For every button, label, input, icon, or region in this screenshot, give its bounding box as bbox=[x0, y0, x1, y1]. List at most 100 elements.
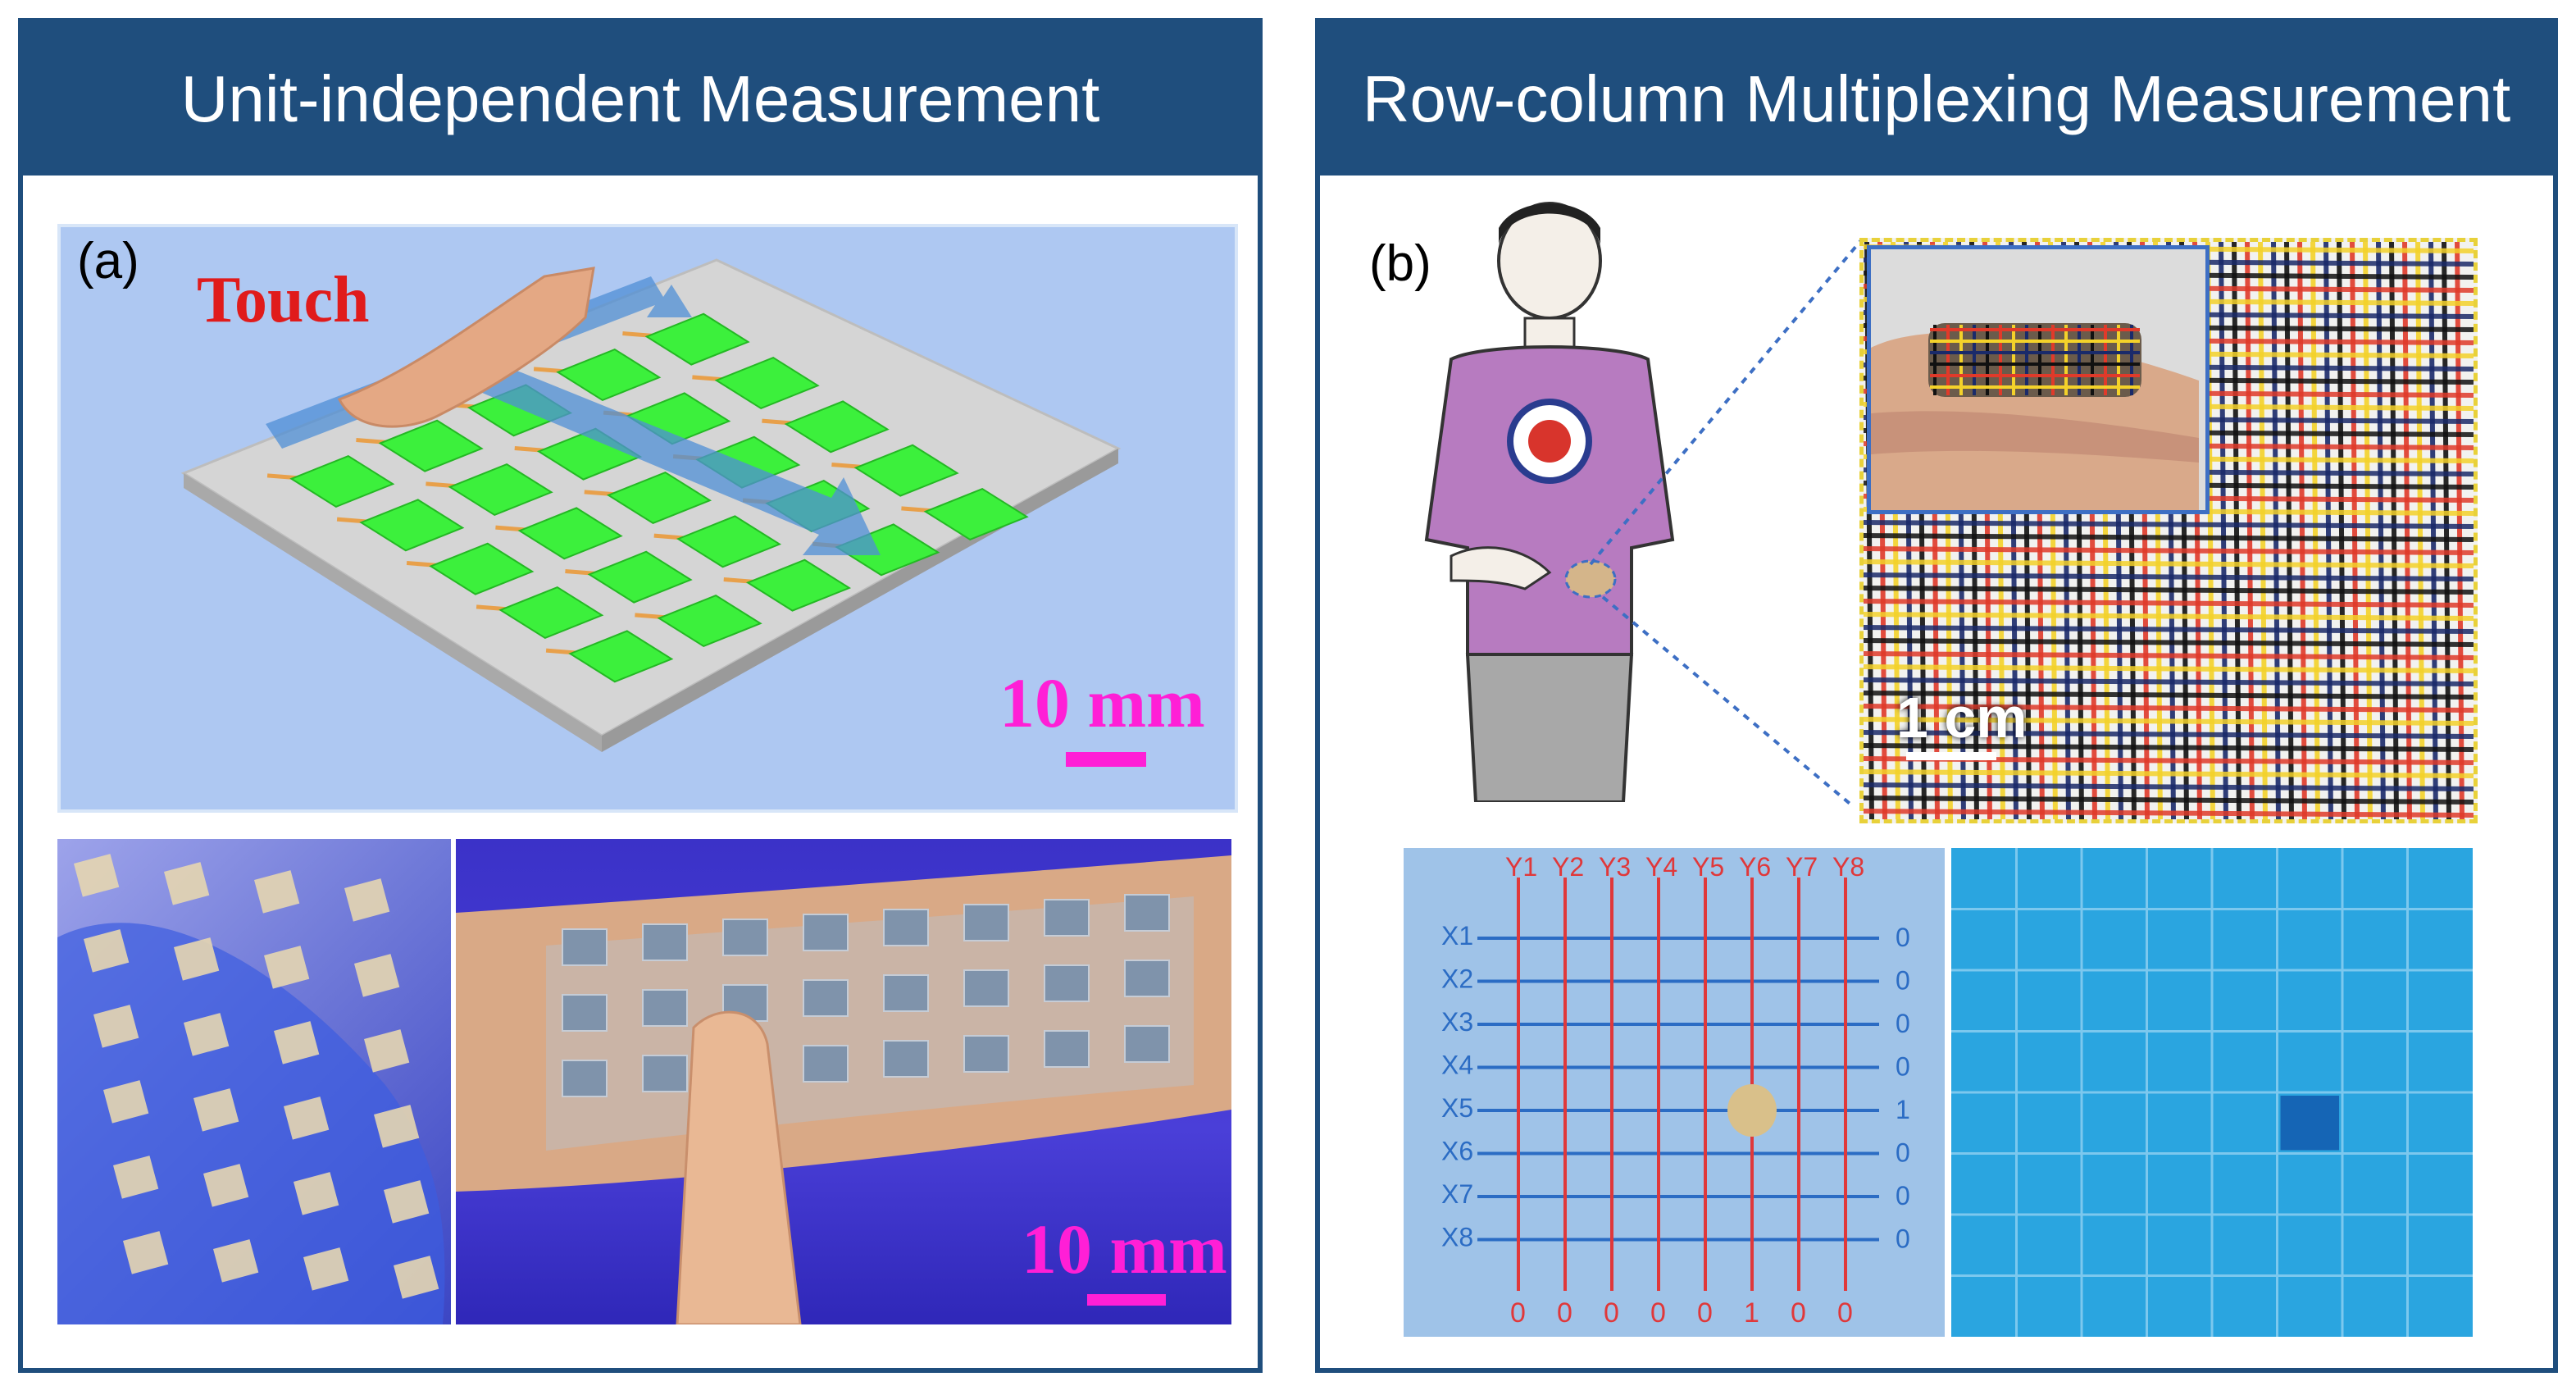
sensor-pad bbox=[587, 550, 693, 604]
arm-sensor-pad bbox=[722, 919, 768, 956]
arm-sensor-pad bbox=[803, 1045, 849, 1083]
sensor-pad bbox=[657, 594, 762, 648]
arm-sensor-pad bbox=[642, 989, 688, 1027]
glove-sensor-pad bbox=[263, 946, 310, 989]
row-label: X4 bbox=[1441, 1051, 1473, 1080]
row-output: 0 bbox=[1896, 1181, 1910, 1210]
arm-sensor-pad bbox=[963, 969, 1009, 1007]
sensor-pad bbox=[853, 444, 959, 497]
swipe-arrow-2 bbox=[430, 342, 881, 555]
row-label: X3 bbox=[1441, 1007, 1473, 1037]
right-panel-title: Row-column Multiplexing Measurement bbox=[1320, 23, 2553, 176]
scale-label-top: 10 mm bbox=[999, 663, 1205, 742]
row-label: X7 bbox=[1441, 1179, 1473, 1209]
sensor-array-svg bbox=[180, 258, 1146, 767]
right-panel: Row-column Multiplexing Measurement (b) … bbox=[1315, 18, 2558, 1373]
glove-sensor-pad bbox=[284, 1096, 330, 1140]
arm-sensor-pad bbox=[642, 1055, 688, 1092]
sensor-pad bbox=[606, 471, 712, 525]
touching-hand bbox=[337, 267, 595, 428]
finger-sensor-inset bbox=[1867, 245, 2210, 514]
panel-b-label: (b) bbox=[1369, 235, 1431, 292]
arm-sensor-pad bbox=[803, 914, 849, 951]
left-panel-title: Unit-independent Measurement bbox=[23, 23, 1258, 176]
touch-label: Touch bbox=[197, 264, 370, 336]
panel-a-label: (a) bbox=[77, 233, 139, 289]
sensor-pad bbox=[498, 586, 604, 640]
scale-bar-bottom bbox=[1087, 1294, 1166, 1306]
row-output: 0 bbox=[1896, 1009, 1910, 1038]
glove-sensor-pad bbox=[273, 1021, 320, 1064]
row-output: 1 bbox=[1896, 1095, 1910, 1124]
glove-sensor-pad bbox=[293, 1172, 339, 1215]
column-output: 0 bbox=[1604, 1297, 1619, 1329]
arm-sensor-pad bbox=[883, 974, 929, 1012]
wrist-sensor-patch bbox=[1564, 559, 1617, 599]
column-output: 1 bbox=[1744, 1297, 1759, 1329]
arm-sensor-pad bbox=[1044, 1030, 1090, 1068]
glove-photo bbox=[57, 839, 451, 1324]
column-output: 0 bbox=[1697, 1297, 1713, 1329]
forearm-sensors-svg bbox=[456, 855, 1231, 1324]
sensor-pad bbox=[556, 348, 662, 402]
sensor-pad bbox=[378, 419, 484, 472]
sensor-pad bbox=[923, 487, 1029, 541]
arm-sensor-pad bbox=[562, 1060, 608, 1097]
glove-sensors-svg bbox=[57, 854, 445, 1324]
arm-sensor-pad bbox=[1044, 899, 1090, 937]
touch-point bbox=[1727, 1084, 1777, 1137]
glove-sensor-pad bbox=[384, 1180, 430, 1224]
glove-sensor-pad bbox=[344, 878, 390, 922]
sensor-pad bbox=[517, 507, 623, 560]
sensor-pad bbox=[714, 356, 820, 410]
sensor-pad bbox=[359, 499, 465, 552]
sensor-pad bbox=[429, 542, 535, 595]
row-output: 0 bbox=[1896, 923, 1910, 952]
arm-sensor-pad bbox=[1044, 964, 1090, 1002]
glove-sensor-pad bbox=[113, 1156, 159, 1199]
column-label: Y5 bbox=[1692, 852, 1724, 882]
fabric-scale-bar bbox=[1906, 752, 1996, 760]
glove-sensor-pad bbox=[164, 862, 210, 905]
column-label: Y6 bbox=[1739, 852, 1771, 882]
sensor-pad bbox=[289, 454, 395, 508]
arm-sensor-pad bbox=[1124, 894, 1170, 932]
column-label: Y3 bbox=[1599, 852, 1631, 882]
sensor-pad bbox=[676, 515, 782, 568]
column-label: Y8 bbox=[1832, 852, 1864, 882]
sensor-pad bbox=[448, 463, 553, 517]
glove-sensor-pad bbox=[84, 929, 130, 973]
zoom-lines bbox=[1589, 239, 1863, 808]
glove-sensor-pad bbox=[184, 1013, 230, 1056]
column-label: Y2 bbox=[1552, 852, 1584, 882]
arm-sensor-pad bbox=[642, 923, 688, 961]
arm-sensor-pad bbox=[883, 1040, 929, 1078]
scale-bar-top bbox=[1066, 752, 1146, 767]
arm-sensor-pad bbox=[963, 904, 1009, 941]
fabric-scale-label: 1 cm bbox=[1896, 686, 2028, 750]
row-output: 0 bbox=[1896, 1138, 1910, 1168]
active-pressure-cell bbox=[2280, 1096, 2339, 1151]
glove-sensor-pad bbox=[394, 1256, 439, 1299]
row-output: 0 bbox=[1896, 966, 1910, 996]
column-output: 0 bbox=[1837, 1297, 1853, 1329]
left-panel: Unit-independent Measurement (a) Touch 1… bbox=[18, 18, 1263, 1373]
glove-sensor-pad bbox=[103, 1080, 149, 1124]
glove-sensor-pad bbox=[93, 1005, 139, 1048]
glove-sensor-pad bbox=[174, 937, 220, 981]
sensor-array-illustration: (a) Touch 10 mm bbox=[57, 224, 1238, 813]
glove-sensor-pad bbox=[364, 1029, 410, 1073]
row-label: X2 bbox=[1441, 964, 1473, 994]
glove-sensor-pad bbox=[254, 870, 300, 914]
column-output: 0 bbox=[1557, 1297, 1572, 1329]
column-label: Y1 bbox=[1505, 852, 1537, 882]
arm-sensor-pad bbox=[562, 928, 608, 966]
column-label: Y7 bbox=[1786, 852, 1818, 882]
arm-sensor-pad bbox=[562, 994, 608, 1032]
sensor-pad bbox=[784, 400, 890, 454]
glove-sensor-pad bbox=[123, 1231, 169, 1274]
pressure-map-output bbox=[1951, 848, 2473, 1337]
column-label: Y4 bbox=[1645, 852, 1677, 882]
